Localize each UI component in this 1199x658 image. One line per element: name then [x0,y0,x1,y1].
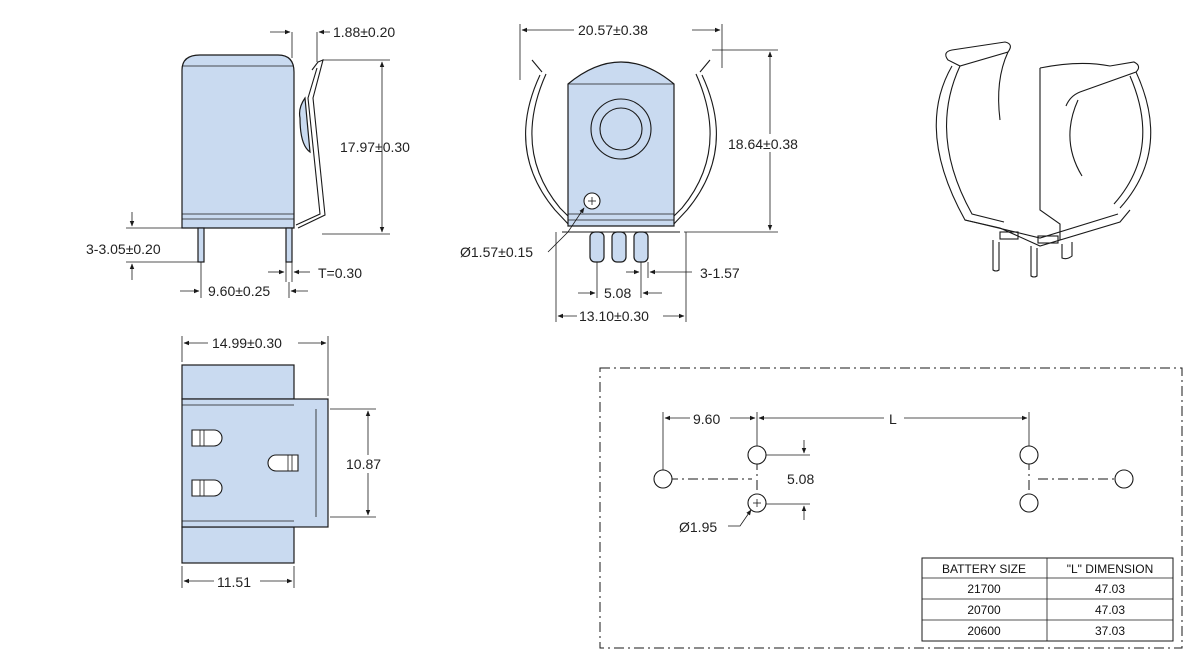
side-view: 1.88±0.20 17.97±0.30 3-3.05±0.20 T=0.30 … [86,24,410,299]
pin-pitch-label: 5.08 [604,285,631,301]
table-cell: 20700 [967,603,1001,617]
front-width-label: 20.57±0.38 [578,22,648,38]
pin-offset-label: 9.60±0.25 [208,283,270,299]
side-thickness-label: 1.88±0.20 [333,24,395,40]
bottom-height-label: 10.87 [346,456,381,472]
table-header-size: BATTERY SIZE [942,562,1026,576]
footprint-offset-label: 9.60 [693,411,720,427]
bottom-width-label: 14.99±0.30 [212,335,282,351]
front-height-label: 18.64±0.38 [728,136,798,152]
footprint-view: 9.60 L 5.08 Ø1.95 BATTERY SIZE "L" DIMEN… [599,367,1183,649]
footprint-hole-label: Ø1.95 [679,519,717,535]
footprint-length-label: L [889,411,897,427]
thickness-t-label: T=0.30 [318,265,362,281]
pin-width-label: 3-1.57 [700,265,740,281]
table-header-dimension: "L" DIMENSION [1067,562,1154,576]
isometric-view [935,41,1152,278]
base-width-label: 13.10±0.30 [579,308,649,324]
pin-length-label: 3-3.05±0.20 [86,241,161,257]
front-view: 20.57±0.38 18.64±0.38 Ø1.57±0.15 3-1.57 … [460,20,812,325]
table-cell: 47.03 [1095,603,1125,617]
footprint-pitch-label: 5.08 [787,471,814,487]
table-cell: 47.03 [1095,582,1125,596]
side-height-label: 17.97±0.30 [340,139,410,155]
front-hole-label: Ø1.57±0.15 [460,244,533,260]
bottom-width2-label: 11.51 [217,574,251,590]
table-cell: 21700 [967,582,1001,596]
battery-table: BATTERY SIZE "L" DIMENSION 21700 47.03 2… [921,557,1174,642]
table-cell: 37.03 [1095,624,1125,638]
table-cell: 20600 [967,624,1001,638]
bottom-view: 14.99±0.30 10.87 11.51 [181,334,388,590]
